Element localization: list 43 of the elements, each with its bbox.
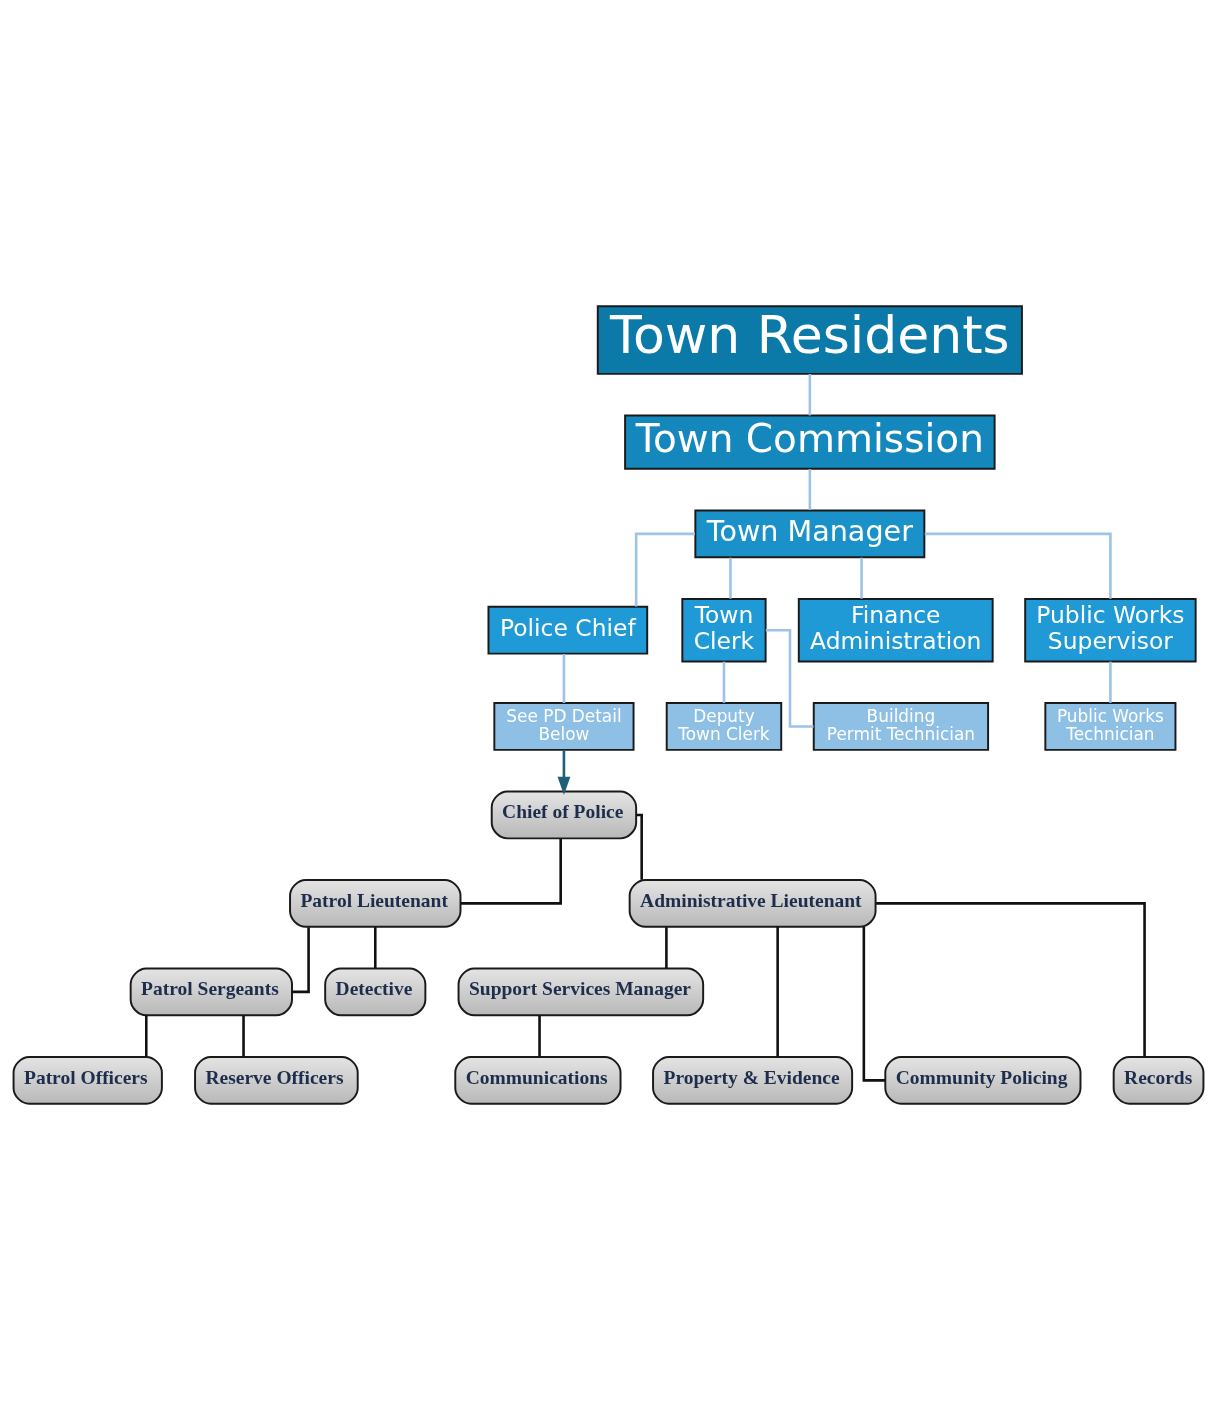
connector bbox=[860, 557, 863, 599]
node-box: Patrol Officers bbox=[12, 1055, 163, 1105]
connector bbox=[924, 532, 1112, 599]
node-box: Administrative Lieutenant bbox=[628, 879, 877, 928]
connector bbox=[729, 557, 732, 599]
node-box: Deputy Town Clerk bbox=[665, 702, 783, 751]
connector bbox=[876, 902, 1146, 1057]
node-box: Records bbox=[1112, 1055, 1205, 1105]
node-box: Finance Administration bbox=[797, 598, 994, 663]
node-box: Town Commission bbox=[624, 414, 996, 470]
connector bbox=[634, 532, 695, 607]
node-box: Communications bbox=[454, 1055, 622, 1105]
connector bbox=[373, 927, 377, 969]
connector bbox=[242, 1015, 245, 1057]
node-box: See PD Detail Below bbox=[493, 702, 635, 751]
connector bbox=[808, 374, 812, 416]
node-box: Town Residents bbox=[596, 305, 1023, 375]
connector bbox=[538, 1015, 541, 1057]
connector bbox=[1109, 661, 1112, 703]
node-box: Town Clerk bbox=[681, 598, 767, 663]
connector bbox=[144, 1015, 148, 1057]
node-box: Police Chief bbox=[487, 605, 649, 655]
node-box: Patrol Sergeants bbox=[129, 967, 293, 1017]
connector bbox=[562, 654, 566, 703]
connector bbox=[665, 927, 668, 969]
node-box: Building Permit Technician bbox=[812, 702, 990, 751]
connector bbox=[808, 469, 812, 510]
node-box: Reserve Officers bbox=[194, 1055, 359, 1105]
node-box: Support Services Manager bbox=[457, 967, 705, 1017]
node-box: Chief of Police bbox=[490, 790, 638, 840]
node-box: Patrol Lieutenant bbox=[289, 879, 462, 928]
node-box: Public Works Supervisor bbox=[1024, 598, 1197, 663]
connector bbox=[292, 927, 310, 994]
connector bbox=[460, 838, 562, 905]
connector bbox=[776, 926, 779, 1057]
connector bbox=[722, 661, 726, 703]
node-box: Public Works Technician bbox=[1044, 702, 1177, 751]
node-box: Detective bbox=[324, 967, 427, 1017]
node-box: Property & Evidence bbox=[652, 1055, 854, 1105]
connector bbox=[765, 628, 814, 728]
arrow bbox=[557, 750, 571, 796]
node-box: Town Manager bbox=[694, 509, 926, 559]
node-box: Community Policing bbox=[884, 1055, 1082, 1105]
